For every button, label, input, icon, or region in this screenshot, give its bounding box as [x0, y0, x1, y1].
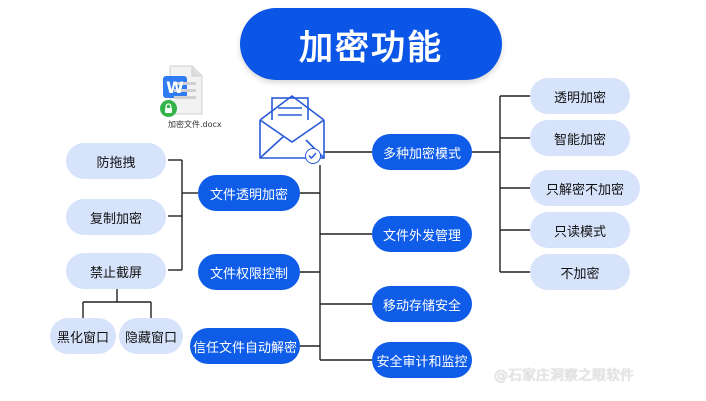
- envelope-icon: [256, 92, 328, 168]
- watermark: @石家庄洞察之眼软件: [494, 368, 634, 384]
- node-trusted-auto-decrypt[interactable]: 信任文件自动解密: [190, 328, 300, 364]
- page-title: 加密功能: [240, 8, 502, 80]
- node-blackout-window[interactable]: 黑化窗口: [50, 318, 116, 354]
- node-transparent-encryption[interactable]: 文件透明加密: [198, 175, 300, 211]
- doc-badge: W: [166, 77, 184, 97]
- node-outbound-management[interactable]: 文件外发管理: [372, 216, 472, 252]
- mode-transparent[interactable]: 透明加密: [530, 78, 630, 114]
- word-doc-icon: [158, 62, 214, 118]
- file-caption: 加密文件.docx: [168, 120, 222, 129]
- node-mobile-storage[interactable]: 移动存储安全: [372, 286, 472, 322]
- node-audit-monitoring[interactable]: 安全审计和监控: [372, 342, 472, 378]
- node-encryption-modes[interactable]: 多种加密模式: [372, 134, 472, 170]
- node-permission-control[interactable]: 文件权限控制: [198, 254, 300, 290]
- mode-decrypt-only[interactable]: 只解密不加密: [530, 170, 640, 206]
- mode-no-encrypt[interactable]: 不加密: [530, 254, 630, 290]
- node-no-screenshot[interactable]: 禁止截屏: [66, 253, 166, 289]
- node-anti-drag[interactable]: 防拖拽: [66, 143, 166, 179]
- lock-icon: [160, 100, 177, 117]
- node-hide-window[interactable]: 隐藏窗口: [119, 318, 183, 354]
- mode-smart[interactable]: 智能加密: [530, 120, 630, 156]
- node-copy-encrypt[interactable]: 复制加密: [66, 199, 166, 235]
- check-icon: [305, 148, 321, 164]
- mode-read-only[interactable]: 只读模式: [530, 212, 630, 248]
